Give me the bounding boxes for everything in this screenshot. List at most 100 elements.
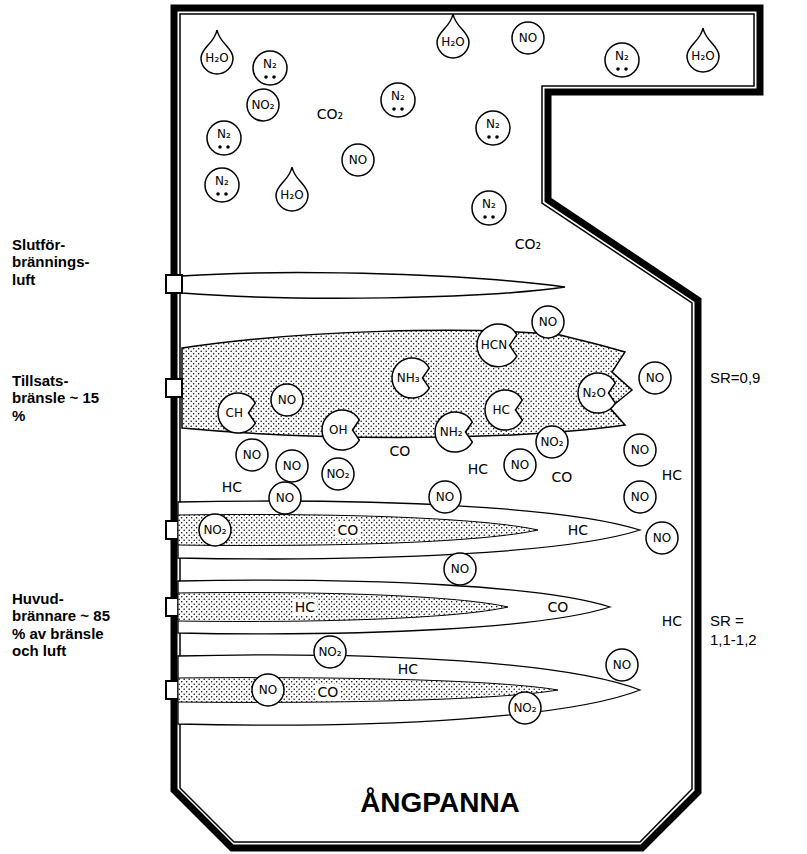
- molecule-formula: N₂: [615, 49, 629, 63]
- radical-pacman: NH₂: [434, 411, 476, 453]
- radical-pacman: OH: [321, 409, 363, 451]
- molecule-formula: NO₂: [513, 701, 536, 715]
- molecule-circle: NO₂: [313, 635, 347, 669]
- flame-species: CO: [336, 522, 361, 538]
- molecule-formula: NO: [653, 531, 671, 545]
- molecule-formula: NO₂: [251, 98, 274, 112]
- molecule-circle: NO₂: [321, 457, 355, 491]
- molecule-formula: NO: [519, 31, 537, 45]
- molecule-circle: NO₂: [198, 513, 232, 547]
- nitrogen-molecule: N₂: [252, 50, 288, 86]
- nitrogen-molecule: N₂: [471, 190, 507, 226]
- molecule-formula: NO: [646, 371, 664, 385]
- reburn-flame: [182, 330, 632, 437]
- molecule-formula: CH: [226, 406, 243, 420]
- molecule-formula: NO: [349, 153, 367, 167]
- molecule-formula: NO: [631, 490, 649, 504]
- molecule-formula: NO: [436, 490, 454, 504]
- species-label: CO: [390, 444, 411, 459]
- molecule-circle: NO: [443, 552, 477, 586]
- molecule-formula: N₂: [263, 57, 277, 71]
- molecule-circle: NO: [275, 449, 309, 483]
- stoichiometric-ratio: SR=0,9: [710, 369, 760, 386]
- molecule-formula: NO: [539, 315, 557, 329]
- molecule-circle: NO: [341, 143, 375, 177]
- burner-port: [166, 275, 182, 293]
- molecule-circle: NO: [605, 648, 639, 682]
- molecule-formula: NO: [283, 459, 301, 473]
- molecule-circle: NO: [511, 21, 545, 55]
- molecule-formula: NO₂: [326, 467, 349, 481]
- molecule-formula: NO₂: [540, 435, 563, 449]
- species-label: HC: [222, 480, 242, 495]
- boiler-title: ÅNGPANNA: [360, 787, 520, 819]
- radical-pacman: N₂O: [577, 372, 619, 414]
- molecule-formula: H₂O: [691, 49, 714, 63]
- molecule-formula: NO₂: [318, 645, 341, 659]
- boiler-outline: ÅNGPANNA H₂O N₂ H₂O NO N₂ H₂O NO₂ N₂ N₂ N₂ NO N₂ H₂O N…: [160, 0, 780, 854]
- molecule-formula: NO: [276, 491, 294, 505]
- molecule-formula: NO: [278, 393, 296, 407]
- molecule-formula: N₂: [482, 197, 496, 211]
- species-label: HC: [662, 614, 682, 629]
- flame-species: CO: [546, 599, 571, 615]
- stoichiometric-ratio: SR = 1,1-1,2: [710, 612, 772, 650]
- molecule-formula: N₂O: [583, 386, 606, 400]
- species-label: HC: [468, 462, 488, 477]
- molecule-formula: NH₃: [397, 371, 420, 385]
- flame-species: HC: [293, 599, 317, 615]
- molecule-circle: NO₂: [246, 88, 280, 122]
- molecule-formula: NH₂: [440, 425, 463, 439]
- radical-pacman: HC: [484, 389, 526, 431]
- molecule-circle: NO: [623, 433, 657, 467]
- molecule-formula: NO: [451, 562, 469, 576]
- molecule-formula: N₂: [215, 174, 229, 188]
- molecule-formula: NO: [631, 443, 649, 457]
- inlet-label: Huvud- brännare ~ 85 % av bränsle och lu…: [12, 590, 112, 659]
- molecule-circle: NO: [235, 438, 269, 472]
- molecule-formula: NO: [259, 683, 277, 697]
- burner-flame: HC CO NO: [178, 653, 642, 727]
- overfire-air-jet: [182, 273, 565, 299]
- molecule-circle: NO: [638, 361, 672, 395]
- molecule-formula: N₂: [486, 117, 500, 131]
- flame-species: CO: [316, 684, 341, 700]
- molecule-formula: H₂O: [280, 188, 303, 202]
- burner-flame: CO HC NO₂: [178, 499, 642, 561]
- nitrogen-molecule: N₂: [380, 82, 416, 118]
- nitrogen-molecule: N₂: [204, 167, 240, 203]
- species-label: CO₂: [317, 107, 343, 122]
- molecule-formula: H₂O: [205, 51, 228, 65]
- water-droplet: H₂O: [436, 13, 470, 59]
- molecule-circle: NO: [503, 448, 537, 482]
- molecule-circle: NO₂: [508, 691, 542, 725]
- radical-pacman: CH: [217, 392, 259, 434]
- inlet-label: Slutför- brännings- luft: [12, 236, 112, 288]
- radical-pacman: HCN: [476, 323, 521, 368]
- species-label: HC: [662, 468, 682, 483]
- molecule-circle: NO: [270, 383, 304, 417]
- molecule-formula: HC: [493, 403, 510, 417]
- burner-flame: HC CO: [178, 578, 612, 636]
- molecule-formula: HCN: [481, 338, 507, 352]
- water-droplet: H₂O: [686, 27, 720, 73]
- molecule-formula: NO: [243, 448, 261, 462]
- molecule-circle: NO: [645, 521, 679, 555]
- nitrogen-molecule: N₂: [206, 120, 242, 156]
- molecule-formula: NO: [511, 458, 529, 472]
- molecule-formula: NO₂: [203, 523, 226, 537]
- nitrogen-molecule: N₂: [475, 110, 511, 146]
- species-label: CO: [552, 470, 573, 485]
- molecule-circle: NO₂: [535, 425, 569, 459]
- molecule-circle: NO: [623, 480, 657, 514]
- molecule-formula: NO: [613, 658, 631, 672]
- molecule-circle: NO: [268, 481, 302, 515]
- species-label: CO₂: [515, 237, 541, 252]
- molecule-circle: NO: [428, 480, 462, 514]
- flame-species: HC: [566, 522, 590, 538]
- molecule-formula: N₂: [217, 127, 231, 141]
- water-droplet: H₂O: [275, 166, 309, 212]
- flame-species: HC: [396, 661, 420, 677]
